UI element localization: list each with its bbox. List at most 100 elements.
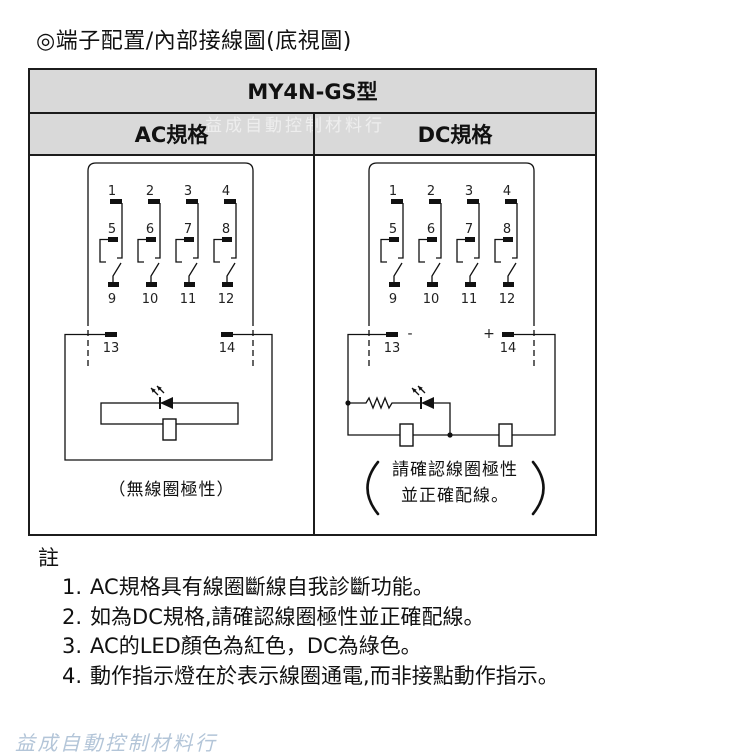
terminal-tab-com [146, 282, 157, 287]
terminal-tab-no [427, 237, 437, 242]
note-text: 動作指示燈在於表示線圈通電,而非接點動作指示。 [90, 663, 559, 688]
nc-contact-line [512, 203, 518, 259]
relay-base-outline [368, 162, 535, 320]
dc-spec-heading: DC規格 [417, 123, 493, 147]
terminal-tab-coil [502, 332, 514, 337]
terminal-tab-no [184, 237, 194, 242]
right-bracket [531, 460, 545, 516]
terminal-label-com: 10 [423, 292, 440, 307]
note-text: AC規格具有線圈斷線自我診斷功能。 [90, 575, 434, 599]
nc-contact-line [436, 203, 442, 259]
no-contact-line [456, 238, 465, 263]
relay-base-outline-dashed [87, 320, 254, 366]
note-text: 如為DC規格,請確認線圈極性並正確配線。 [90, 604, 485, 629]
no-contact-line [213, 238, 222, 263]
note-item: 1. AC規格具有線圈斷線自我診斷功能。 [62, 573, 559, 603]
terminal-label-nc: 2 [427, 184, 435, 199]
terminal-tab-nc [467, 199, 479, 204]
nc-contact-line [117, 203, 123, 259]
terminal-label-no: 5 [108, 222, 116, 237]
terminal-tab-com [427, 282, 438, 287]
terminal-label-no: 7 [465, 222, 473, 237]
terminal-tab-coil [221, 332, 233, 337]
note-number: 1. [62, 575, 83, 599]
terminal-tab-com [465, 282, 476, 287]
terminal-tab-no [503, 237, 513, 242]
note-item: 4. 動作指示燈在於表示線圈通電,而非接點動作指示。 [62, 662, 559, 692]
led-symbol [160, 397, 173, 409]
no-contact-line [380, 238, 389, 263]
terminal-tab-nc [224, 199, 236, 204]
terminal-label-nc: 1 [108, 184, 116, 199]
no-contact-line [418, 238, 427, 263]
column-divider [313, 114, 315, 534]
terminal-tab-nc [148, 199, 160, 204]
moving-contact [393, 262, 403, 282]
page-title: ◎端子配置/內部接線圖(底視圖) [36, 29, 352, 54]
moving-contact [150, 262, 160, 282]
moving-contact [188, 262, 198, 282]
led-light-arrow-head [151, 388, 156, 393]
coil-circuit-wire [64, 333, 273, 461]
ac-coil-polarity-note: （無線圈極性） [108, 480, 235, 500]
no-contact-line [175, 238, 184, 263]
terminal-label-no: 6 [427, 222, 435, 237]
terminal-label-no: 8 [222, 222, 230, 237]
note-number: 2. [62, 604, 83, 629]
spec-header-row: 益成自動控制材料行 AC規格 DC規格 [30, 114, 595, 156]
terminal-label-nc: 4 [503, 184, 511, 199]
dc-note-line: 並正確配線。 [401, 486, 509, 506]
resistor-symbol [348, 396, 421, 410]
nc-contact-line [231, 203, 237, 259]
led-light-arrow-head [412, 388, 417, 393]
moving-contact [226, 262, 236, 282]
ac-spec-heading: AC規格 [134, 123, 209, 147]
notes-heading: 註 [38, 546, 59, 570]
coil-symbol [399, 423, 414, 447]
nc-contact-line [398, 203, 404, 259]
terminal-tab-nc [505, 199, 517, 204]
terminal-tab-no [108, 237, 118, 242]
junction-dot [345, 400, 351, 406]
terminal-label-com: 11 [180, 292, 197, 307]
nc-contact-line [155, 203, 161, 259]
terminal-tab-com [222, 282, 233, 287]
note-item: 2. 如為DC規格,請確認線圈極性並正確配線。 [62, 603, 559, 633]
led-light-arrow-head [418, 386, 423, 391]
led-circuit-wire [434, 402, 451, 435]
led-light-arrow-head [157, 386, 162, 391]
moving-contact [507, 262, 517, 282]
left-bracket [366, 460, 380, 516]
led-symbol [421, 397, 434, 409]
notes-list: 1. AC規格具有線圈斷線自我診斷功能。 2. 如為DC規格,請確認線圈極性並正確配… [62, 573, 559, 691]
no-contact-line [137, 238, 146, 263]
terminal-label-com: 9 [108, 292, 116, 307]
terminal-tab-no [389, 237, 399, 242]
terminal-label-com: 12 [499, 292, 516, 307]
terminal-label-coil: 13 [384, 341, 401, 356]
moving-contact [112, 262, 122, 282]
terminal-tab-com [389, 282, 400, 287]
terminal-label-no: 5 [389, 222, 397, 237]
note-number: 4. [62, 663, 83, 688]
terminal-tab-nc [186, 199, 198, 204]
terminal-label-com: 10 [142, 292, 159, 307]
terminal-label-no: 8 [503, 222, 511, 237]
relay-base-outline-dashed [368, 320, 535, 366]
note-number: 3. [62, 634, 83, 658]
polarity-minus: - [407, 326, 412, 342]
terminal-tab-nc [110, 199, 122, 204]
terminal-label-coil: 13 [103, 341, 120, 356]
terminal-label-no: 7 [184, 222, 192, 237]
polarity-plus: + [483, 326, 495, 342]
note-item: 3.AC的LED顏色為紅色，DC為綠色。 [62, 632, 559, 662]
watermark-text: 益成自動控制材料行 [205, 116, 385, 136]
terminal-label-nc: 3 [184, 184, 192, 199]
dc-coil-polarity-note: 請確認線圈極性 並正確配線。 [315, 457, 595, 509]
terminal-label-nc: 1 [389, 184, 397, 199]
